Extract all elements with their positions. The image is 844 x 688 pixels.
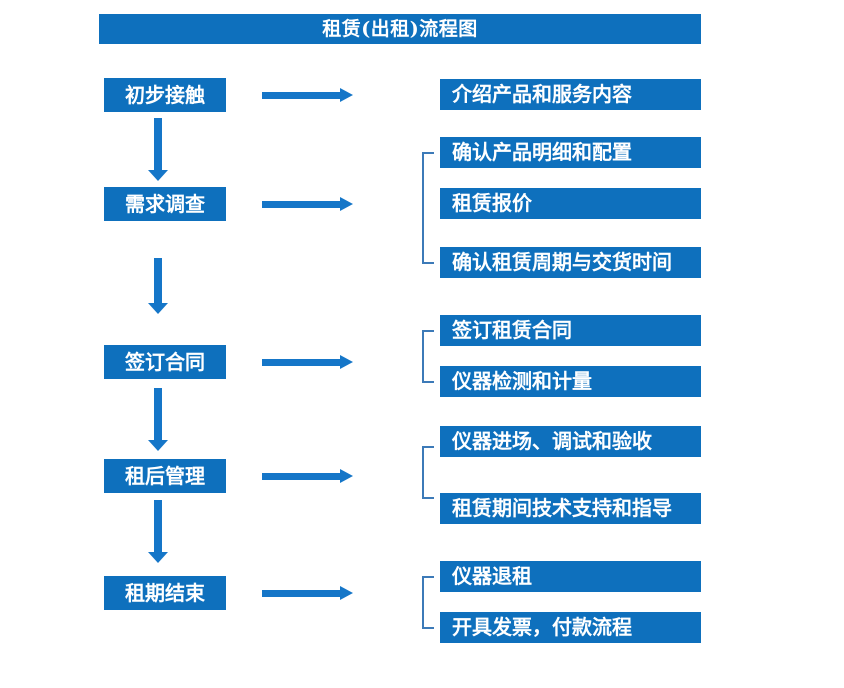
- detail-box-instrument-setup: 仪器进场、调试和验收: [440, 426, 701, 457]
- bracket-connector: [422, 576, 436, 629]
- detail-box-instrument-return: 仪器退租: [440, 561, 701, 592]
- right-arrow-icon: [262, 586, 353, 600]
- right-arrow-icon: [262, 355, 353, 369]
- step-box-initial-contact: 初步接触: [104, 78, 226, 112]
- detail-box-sign-rental-contract: 签订租赁合同: [440, 315, 701, 346]
- step-box-demand-survey: 需求调查: [104, 187, 226, 221]
- detail-box-tech-support: 租赁期间技术支持和指导: [440, 493, 701, 524]
- down-arrow-icon: [148, 258, 168, 314]
- down-arrow-icon: [148, 118, 168, 181]
- flow-title: 租赁(出租)流程图: [322, 18, 478, 40]
- detail-box-intro-products: 介绍产品和服务内容: [440, 79, 701, 110]
- detail-box-instrument-testing: 仪器检测和计量: [440, 366, 701, 397]
- step-box-rental-end: 租期结束: [104, 576, 226, 610]
- right-arrow-icon: [262, 197, 353, 211]
- right-arrow-icon: [262, 469, 353, 483]
- detail-box-invoice-payment: 开具发票，付款流程: [440, 612, 701, 643]
- down-arrow-icon: [148, 500, 168, 563]
- step-box-sign-contract: 签订合同: [104, 345, 226, 379]
- bracket-connector: [422, 330, 436, 383]
- detail-box-rental-quote: 租赁报价: [440, 188, 701, 219]
- detail-box-confirm-period: 确认租赁周期与交货时间: [440, 247, 701, 278]
- bracket-connector: [422, 446, 436, 499]
- step-box-post-rental: 租后管理: [104, 459, 226, 493]
- down-arrow-icon: [148, 388, 168, 451]
- right-arrow-icon: [262, 88, 353, 102]
- bracket-connector: [422, 152, 436, 264]
- detail-box-confirm-config: 确认产品明细和配置: [440, 137, 701, 168]
- title-bar: 租赁(出租)流程图: [99, 14, 701, 44]
